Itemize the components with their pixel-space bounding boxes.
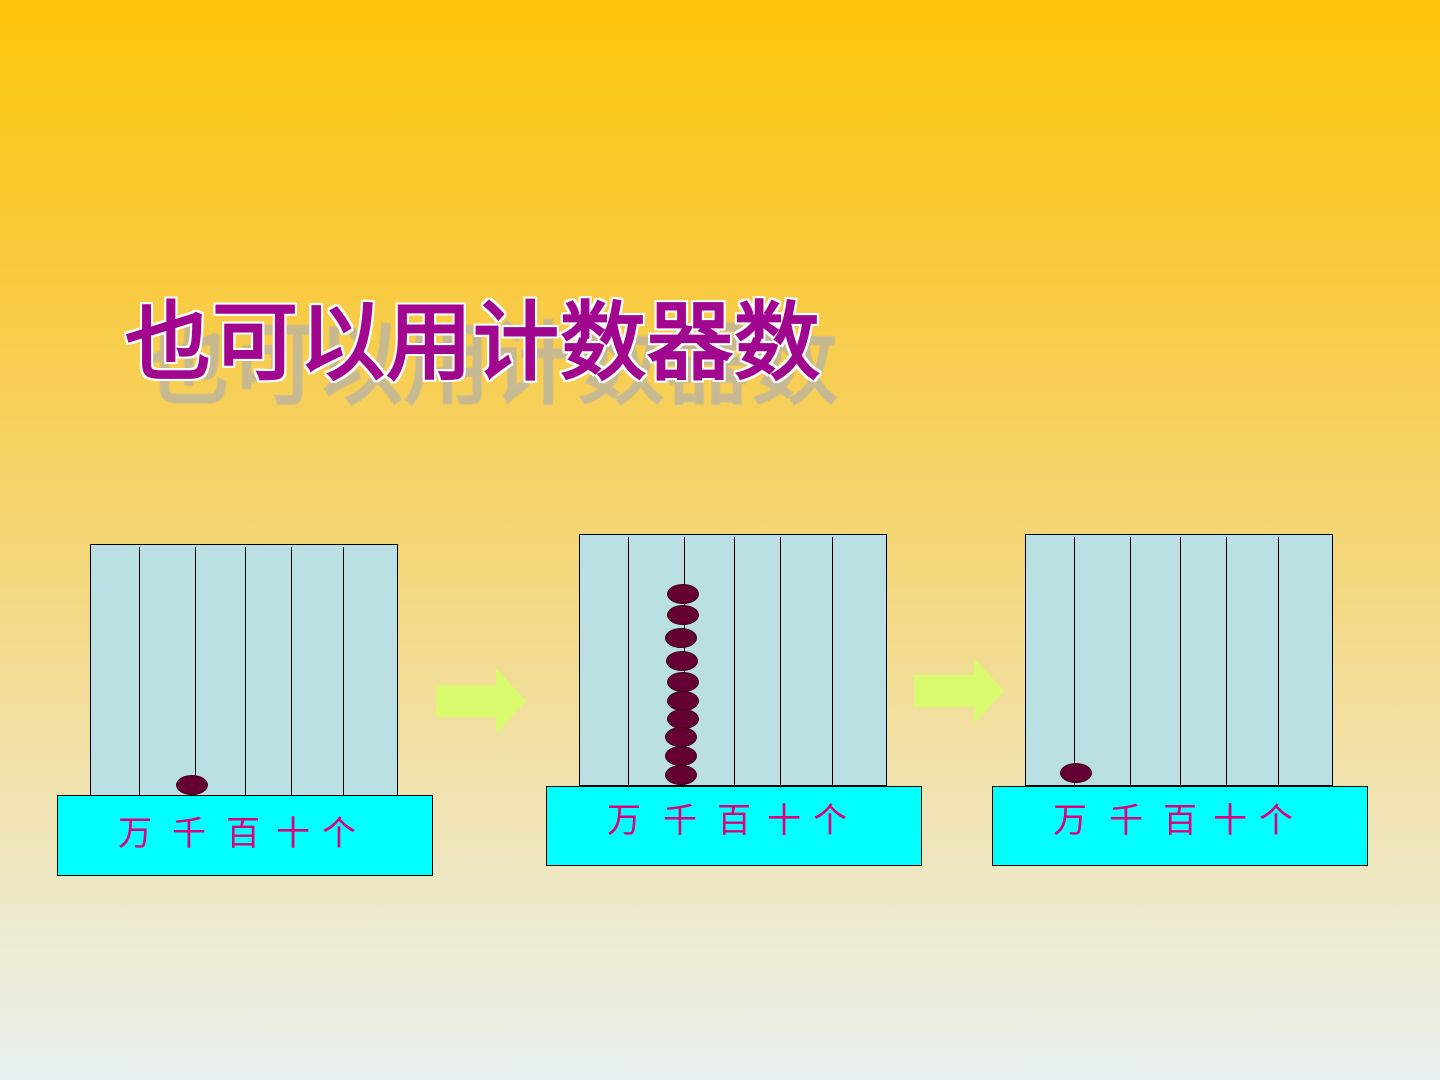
abacus-bead — [667, 584, 699, 604]
abacus-bead — [667, 691, 699, 711]
abacus-rod — [195, 547, 196, 795]
abacus-bead — [176, 775, 208, 795]
abacus-2: 万 千 百 十 个 — [546, 534, 922, 866]
title-text: 也可以用计数器数 — [125, 293, 821, 393]
abacus-rod — [1130, 537, 1131, 785]
abacus-rod — [1226, 537, 1227, 785]
place-label-qian: 千 — [172, 814, 206, 854]
abacus-base: 万 千 百 十 个 — [992, 786, 1368, 866]
place-label-wan: 万 — [118, 814, 152, 854]
place-label-ge: 个 — [322, 814, 356, 854]
place-label-wan: 万 — [607, 801, 641, 841]
abacus-3: 万 千 百 十 个 — [992, 534, 1368, 866]
abacus-frame — [1025, 534, 1333, 786]
abacus-bead — [667, 709, 699, 729]
place-label-ge: 个 — [1259, 801, 1293, 841]
place-label-bai: 百 — [717, 801, 751, 841]
abacus-bead — [665, 765, 697, 785]
place-label-bai: 百 — [1163, 801, 1197, 841]
abacus-rod — [1278, 537, 1279, 785]
abacus-base: 万 千 百 十 个 — [57, 795, 433, 876]
abacus-bead — [665, 628, 697, 648]
abacus-bead — [667, 672, 699, 692]
right-arrow-icon — [436, 668, 526, 734]
abacus-rod — [291, 547, 292, 795]
abacus-rod — [628, 537, 629, 785]
right-arrow-icon — [914, 658, 1004, 724]
slide-title: 也可以用计数器数 也可以用计数器数 — [125, 272, 945, 418]
abacus-rod — [245, 547, 246, 795]
abacus-base: 万 千 百 十 个 — [546, 786, 922, 866]
place-label-wan: 万 — [1053, 801, 1087, 841]
abacus-rod — [780, 537, 781, 785]
place-label-qian: 千 — [1109, 801, 1143, 841]
abacus-frame — [579, 534, 887, 786]
abacus-rod — [343, 547, 344, 795]
abacus-rod — [734, 537, 735, 785]
title-shadow: 也可以用计数器数 — [143, 312, 839, 418]
abacus-1: 万 千 百 十 个 — [57, 544, 433, 876]
abacus-rod — [1180, 537, 1181, 785]
abacus-bead — [667, 605, 699, 625]
place-label-ge: 个 — [813, 801, 847, 841]
abacus-bead — [1060, 763, 1092, 783]
place-label-bai: 百 — [226, 814, 260, 854]
abacus-bead — [666, 651, 698, 671]
abacus-bead — [665, 746, 697, 766]
abacus-rod — [139, 547, 140, 795]
abacus-rod — [832, 537, 833, 785]
place-label-qian: 千 — [663, 801, 697, 841]
abacus-bead — [665, 727, 697, 747]
place-label-shi: 十 — [1213, 801, 1247, 841]
abacus-rod — [1074, 537, 1075, 785]
place-label-shi: 十 — [767, 801, 801, 841]
place-label-shi: 十 — [276, 814, 310, 854]
abacus-frame — [90, 544, 398, 796]
